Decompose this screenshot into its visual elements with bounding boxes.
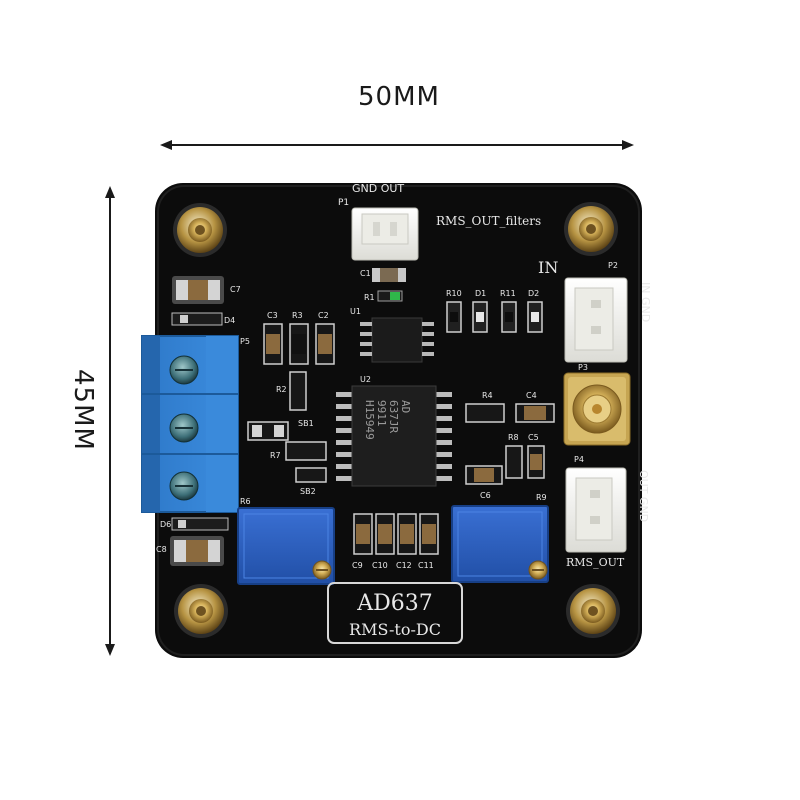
c9-ref: C9	[352, 561, 363, 570]
p2-ref: P2	[608, 261, 618, 270]
sma-connector-p3	[563, 372, 631, 446]
trimmer-potentiometer-r9	[451, 505, 549, 583]
in-label: IN	[538, 258, 558, 277]
mounting-nut-top-right	[564, 202, 618, 256]
capacitor-c1	[372, 268, 406, 282]
r7-ref: R7	[270, 451, 281, 460]
sb1-ref: SB1	[298, 419, 314, 428]
c4-ref: C4	[526, 391, 537, 400]
sb2-ref: SB2	[300, 487, 316, 496]
resistor-r2	[289, 371, 307, 411]
c6-ref: C6	[480, 491, 491, 500]
r9-ref: R9	[536, 493, 547, 502]
r1-ref: R1	[364, 293, 375, 302]
c2-ref: C2	[318, 311, 329, 320]
mounting-nut-top-left	[173, 203, 227, 257]
resistor-r10	[446, 301, 462, 333]
c5-ref: C5	[528, 433, 539, 442]
d2-ref: D2	[528, 289, 539, 298]
terminal-block-p5	[141, 335, 239, 513]
c10-ref: C10	[372, 561, 388, 570]
connector-p4	[565, 467, 627, 553]
diode-d1	[472, 301, 488, 333]
c11-ref: C11	[418, 561, 434, 570]
resistor-r7	[285, 441, 327, 461]
height-dimension-arrow	[105, 186, 115, 656]
c1-ref: C1	[360, 269, 371, 278]
u2-ref: U2	[360, 375, 371, 384]
mounting-nut-bottom-left	[174, 584, 228, 638]
diode-d6	[171, 517, 229, 531]
capacitor-c2	[315, 323, 335, 365]
u1-ref: U1	[350, 307, 361, 316]
p3-ref: P3	[578, 363, 588, 372]
svg-text:637JR: 637JR	[387, 400, 400, 433]
capacitor-c12	[397, 513, 417, 555]
p4-pin-label: OUT GND	[637, 470, 650, 522]
mounting-nut-bottom-right	[566, 584, 620, 638]
d4-ref: D4	[224, 316, 235, 325]
r4-ref: R4	[482, 391, 493, 400]
trimmer-potentiometer-r6	[237, 507, 335, 585]
board-title-box	[327, 582, 463, 644]
r2-ref: R2	[276, 385, 287, 394]
filters-label: RMS_OUT_filters	[436, 214, 541, 228]
p1-ref: P1	[338, 198, 349, 208]
capacitor-c7	[172, 276, 224, 304]
svg-text:AD: AD	[399, 400, 412, 413]
c8-ref: C8	[156, 545, 167, 554]
capacitor-c11	[419, 513, 439, 555]
width-dimension-label: 50MM	[358, 82, 440, 112]
d6-ref: D6	[160, 520, 171, 529]
p5-ref: P5	[240, 337, 250, 346]
diode-d2	[527, 301, 543, 333]
c3-ref: C3	[267, 311, 278, 320]
capacitor-c4	[515, 403, 555, 423]
c7-ref: C7	[230, 285, 241, 294]
p2-pin-label: IN GND	[639, 282, 652, 322]
capacitor-c6	[465, 465, 503, 485]
width-dimension-arrow	[160, 140, 634, 150]
r8-ref: R8	[508, 433, 519, 442]
solder-bridge-sb1	[247, 421, 289, 441]
capacitor-c10	[375, 513, 395, 555]
r10-ref: R10	[446, 289, 462, 298]
resistor-r4	[465, 403, 505, 423]
svg-text:H15949: H15949	[363, 400, 376, 440]
chip-u1	[360, 317, 434, 363]
c12-ref: C12	[396, 561, 412, 570]
capacitor-c3	[263, 323, 283, 365]
solder-bridge-sb2	[295, 467, 327, 483]
p4-ref: P4	[574, 455, 584, 464]
connector-p1	[351, 207, 419, 261]
r3-ref: R3	[292, 311, 303, 320]
diode-d4	[171, 312, 223, 326]
board-subtitle: RMS-to-DC	[349, 620, 441, 639]
chip-u2-ad637	[336, 385, 452, 487]
rms-out-label: RMS_OUT	[566, 556, 625, 569]
svg-text:9911: 9911	[375, 400, 388, 427]
p1-pin-label: GND OUT	[352, 182, 404, 195]
d1-ref: D1	[475, 289, 486, 298]
chip-u2-marking: AD 637JR 9911 H15949	[363, 400, 412, 440]
capacitor-c5	[527, 445, 545, 479]
resistor-r8	[505, 445, 523, 479]
resistor-r3	[289, 323, 309, 365]
connector-p2	[564, 277, 628, 363]
board-title: AD637	[356, 591, 433, 616]
r6-ref: R6	[240, 497, 251, 506]
resistor-r11	[501, 301, 517, 333]
capacitor-c9	[353, 513, 373, 555]
r11-ref: R11	[500, 289, 516, 298]
capacitor-c8	[170, 536, 224, 566]
